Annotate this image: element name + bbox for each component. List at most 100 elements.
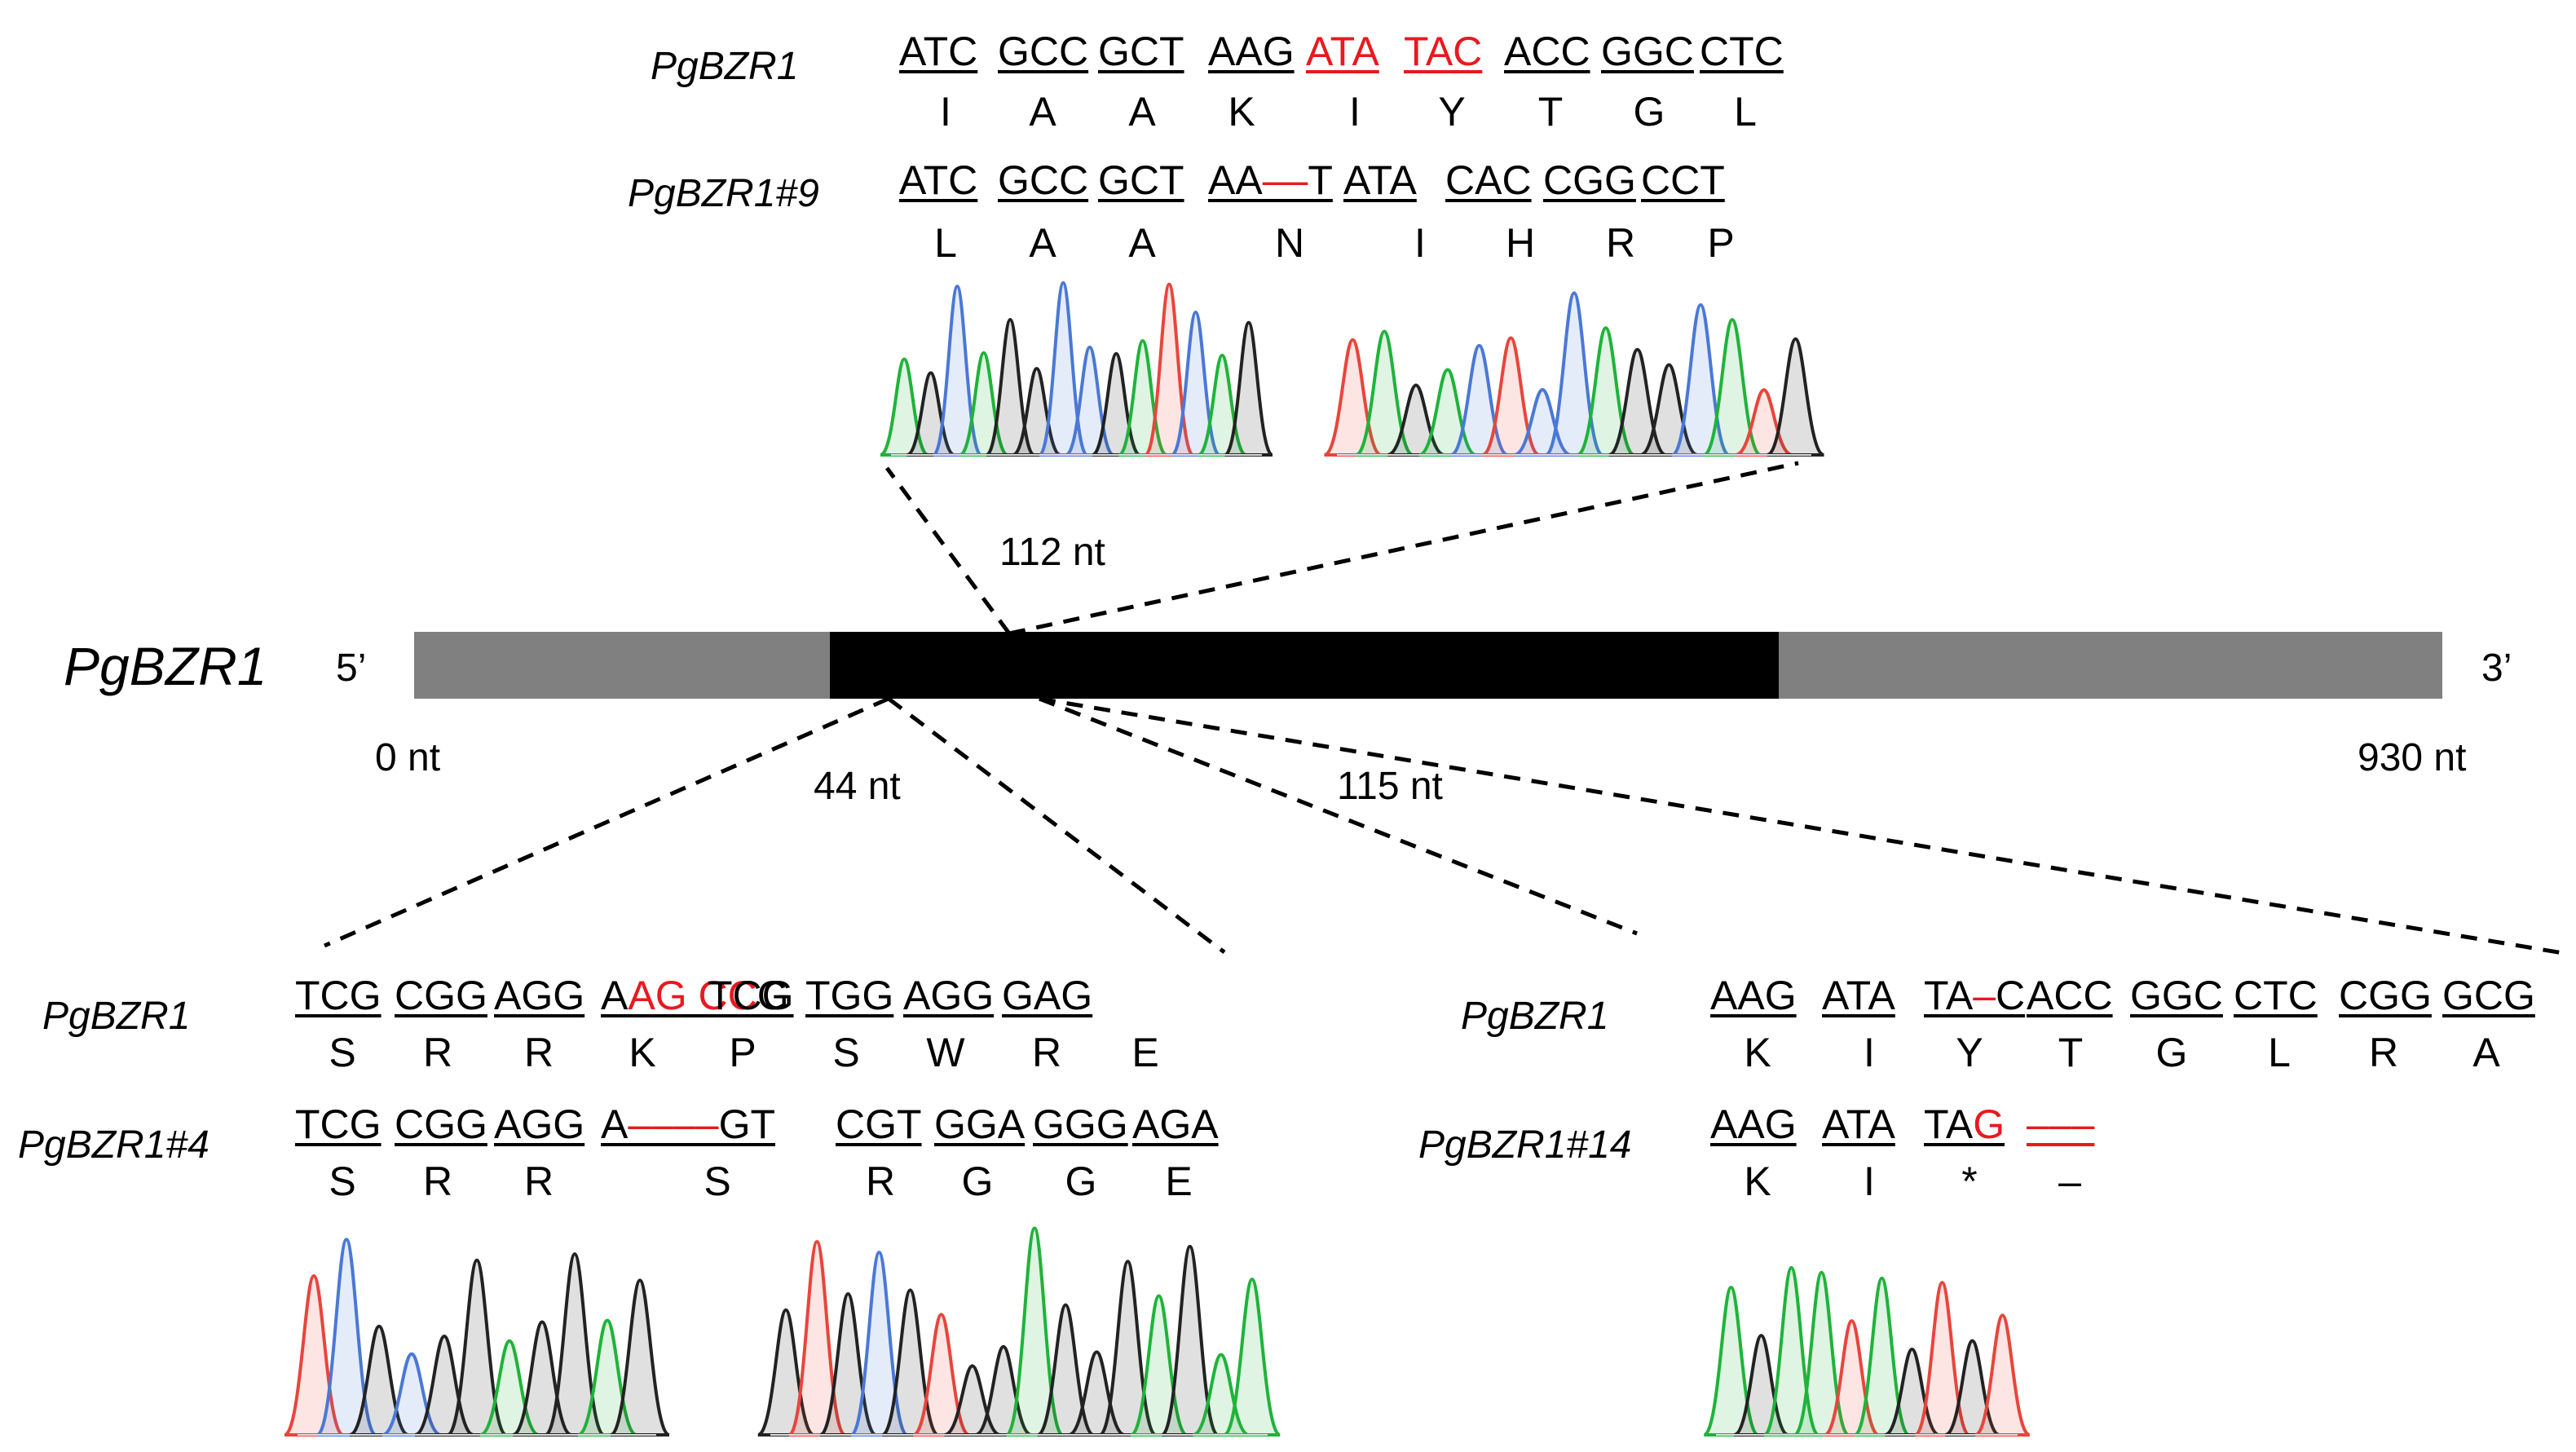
codon: TCG bbox=[708, 973, 794, 1018]
amino-acid: G bbox=[962, 1159, 994, 1204]
amino-acid: W bbox=[926, 1030, 965, 1075]
codon-part: TGG bbox=[805, 973, 893, 1018]
codon-part: GAG bbox=[1002, 973, 1092, 1018]
gene-model: PgBZR1 5’ 3’ 0 nt 930 nt bbox=[64, 632, 2512, 779]
codon: A––––GT bbox=[601, 1101, 775, 1147]
codon-part: TCG bbox=[295, 1101, 382, 1147]
codon: ACC bbox=[2027, 973, 2113, 1018]
codon-part: CTC bbox=[2234, 973, 2318, 1018]
gene-5-prime-label: 5’ bbox=[336, 647, 366, 690]
row-label: PgBZR1 bbox=[651, 45, 798, 88]
codon: CGG bbox=[2339, 973, 2432, 1018]
chromatogram bbox=[283, 1238, 671, 1437]
amino-acid: – bbox=[2058, 1159, 2081, 1204]
codon-part: AGG bbox=[903, 973, 994, 1018]
amino-acid: Y bbox=[1438, 89, 1465, 135]
gene-5-utr bbox=[414, 632, 830, 699]
amino-acid: T bbox=[2058, 1030, 2084, 1075]
chromatogram bbox=[879, 280, 1274, 457]
codon: AGA bbox=[1132, 1101, 1219, 1147]
chromatogram-peak bbox=[787, 1239, 846, 1437]
chromatogram-peak bbox=[1012, 367, 1061, 457]
amino-acid: L bbox=[934, 220, 957, 266]
chromatogram-peak bbox=[414, 1334, 474, 1437]
codon: GGC bbox=[1601, 29, 1694, 74]
codon: AGG bbox=[903, 973, 994, 1018]
amino-acid: I bbox=[1414, 220, 1426, 266]
amino-acid: Y bbox=[1956, 1030, 1983, 1075]
gene-name: PgBZR1 bbox=[64, 636, 267, 696]
chromatogram-peak bbox=[1576, 326, 1635, 457]
chromatogram bbox=[756, 1226, 1281, 1437]
codon: TAC bbox=[1404, 29, 1482, 74]
chromatogram-peak bbox=[1068, 1350, 1126, 1437]
amino-acid: A bbox=[1128, 89, 1156, 135]
codon: AGG bbox=[494, 1101, 584, 1147]
codon: ––– bbox=[2027, 1101, 2095, 1147]
codon: GCT bbox=[1098, 157, 1184, 203]
zoom-lines bbox=[323, 461, 2569, 956]
codon: AAG bbox=[1208, 29, 1295, 74]
chromatogram-peak bbox=[1038, 280, 1089, 457]
codon-part: ACC bbox=[2027, 973, 2113, 1018]
chromatogram-peak bbox=[849, 1251, 908, 1437]
amino-acid: R bbox=[1606, 220, 1635, 266]
amino-acid: R bbox=[2369, 1030, 2398, 1075]
chromatogram-peak bbox=[1545, 291, 1603, 457]
codon-part: CAC bbox=[1445, 157, 1532, 203]
codon-part: ––– bbox=[2027, 1101, 2095, 1147]
codon-part: AA bbox=[1208, 157, 1263, 203]
chromatogram-peak bbox=[1735, 388, 1793, 457]
codon: GGA bbox=[934, 1101, 1026, 1147]
codon-part: G bbox=[1973, 1101, 2005, 1147]
codon: CGG bbox=[395, 1101, 487, 1147]
codon-part: ATA bbox=[1822, 973, 1895, 1018]
chromatogram-peak bbox=[1703, 1285, 1759, 1437]
codon-part: ACC bbox=[1504, 29, 1590, 74]
codon-part: GT bbox=[719, 1101, 775, 1147]
chromatogram-peak bbox=[881, 1288, 939, 1437]
codon-part: TAC bbox=[1404, 29, 1482, 74]
chromatogram-peak bbox=[1671, 302, 1731, 457]
codon-part bbox=[687, 973, 699, 1018]
row-label: PgBZR1#9 bbox=[628, 172, 819, 215]
codon: GCG bbox=[2442, 973, 2535, 1018]
codon-part: GCC bbox=[998, 157, 1088, 203]
chromatogram-peak bbox=[1171, 310, 1221, 457]
amino-acid: H bbox=[1506, 220, 1535, 266]
chromatogram-peak bbox=[932, 285, 983, 457]
gene-end-label: 930 nt bbox=[2358, 736, 2466, 779]
amino-acid: R bbox=[866, 1159, 895, 1204]
codon: GCT bbox=[1098, 29, 1184, 74]
amino-acid: L bbox=[1734, 89, 1757, 135]
chromatogram-peak bbox=[1974, 1313, 2031, 1437]
chromatogram-peak bbox=[1224, 320, 1274, 457]
zoom-line-115-left bbox=[1039, 696, 1638, 936]
amino-acid: R bbox=[524, 1159, 554, 1204]
codon: ATC bbox=[899, 29, 977, 74]
amino-acid: G bbox=[1065, 1159, 1097, 1204]
codon: CGG bbox=[395, 973, 487, 1018]
codon-part: TCG bbox=[708, 973, 794, 1018]
codon: AAG bbox=[1710, 973, 1797, 1018]
amino-acid: R bbox=[524, 1030, 554, 1075]
amino-acid: A bbox=[2472, 1030, 2500, 1075]
codon-part: ATC bbox=[899, 29, 977, 74]
codon: CTC bbox=[2234, 973, 2318, 1018]
codon-part: CCT bbox=[1641, 157, 1725, 203]
codon: TCG bbox=[295, 1101, 382, 1147]
codon: CCT bbox=[1641, 157, 1725, 203]
codon: GCC bbox=[998, 29, 1088, 74]
amino-acid: I bbox=[1349, 89, 1361, 135]
amino-acid: P bbox=[1707, 220, 1734, 266]
amino-acid: * bbox=[1961, 1159, 1977, 1204]
